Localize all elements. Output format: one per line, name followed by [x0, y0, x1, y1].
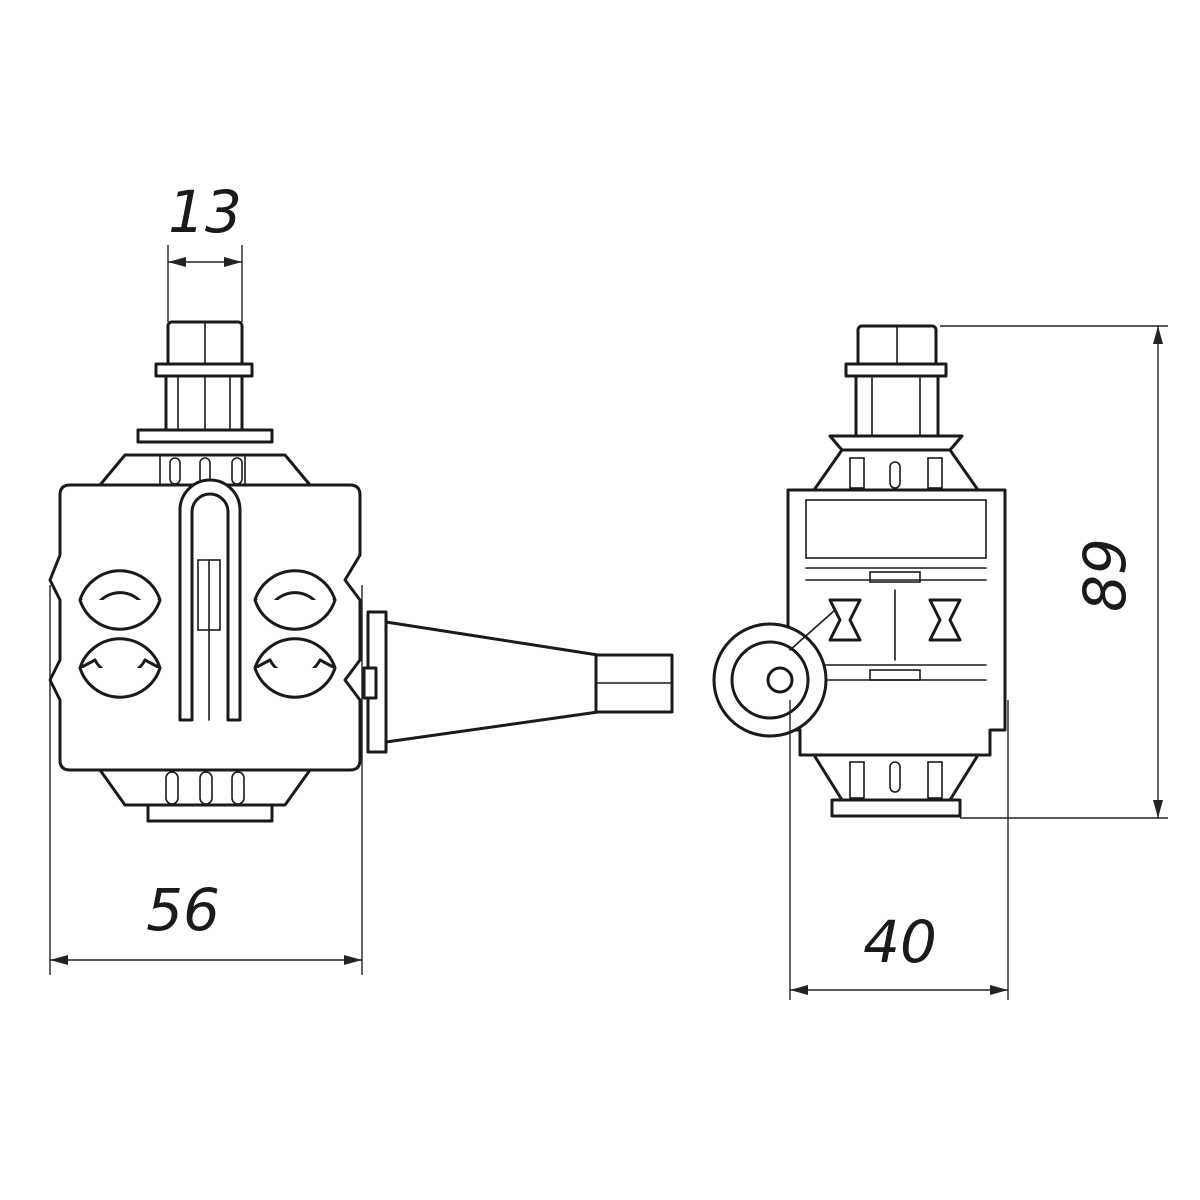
dimension-front-width-label: 56 — [146, 876, 220, 944]
side-body-detail — [805, 499, 987, 681]
dimension-side-width: 40 — [789, 700, 1009, 1000]
dimension-front-width: 56 — [49, 585, 363, 975]
side-bolt — [828, 324, 964, 452]
front-view — [48, 320, 674, 823]
side-lower-collar — [812, 753, 980, 818]
front-body — [48, 483, 362, 772]
front-end-cap — [362, 610, 674, 754]
dimension-bolt-width-label: 13 — [168, 178, 242, 246]
dimension-side-height-label: 89 — [1071, 538, 1139, 612]
side-view — [712, 324, 1007, 818]
front-cable-grooves — [78, 569, 337, 699]
side-upper-collar — [812, 448, 980, 492]
dimension-bolt-width: 13 — [167, 178, 243, 322]
dimension-side-height: 89 — [940, 325, 1168, 819]
front-bolt — [136, 320, 274, 444]
dimension-side-width-label: 40 — [863, 908, 937, 976]
side-cable-disc — [712, 609, 836, 738]
front-lower-collar — [98, 768, 312, 823]
front-u-clip — [178, 478, 242, 722]
